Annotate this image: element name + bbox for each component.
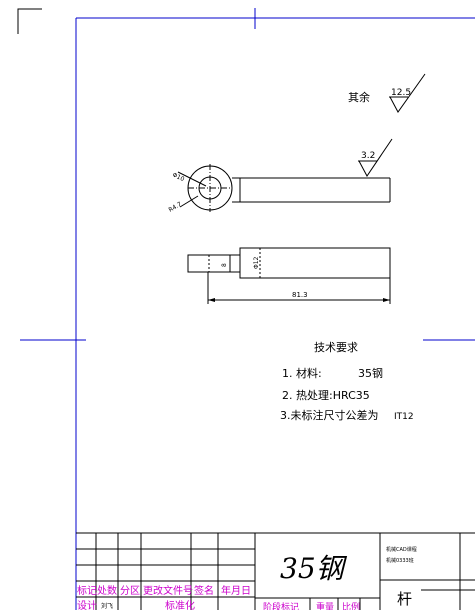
tech-requirements: 技术要求 1. 材料: 35钢 2. 热处理:HRC35 3.未标注尺寸公差为 … (280, 341, 414, 422)
tech-item-1-value: 35钢 (358, 367, 383, 380)
drawing-frame (20, 8, 475, 610)
tech-item-3-value: IT12 (394, 412, 414, 422)
tb-header-date: 年月日 (221, 584, 251, 597)
roughness-other-value: 12.5 (391, 88, 411, 98)
tb-stage-mark: 阶段标记 (263, 601, 299, 610)
tb-header-zone: 分区 (120, 585, 140, 597)
title-material: 35钢 (280, 552, 348, 585)
roughness-other: 其余 12.5 (348, 73, 426, 113)
tb-header-signature: 签名 (194, 584, 214, 597)
sheet-corner-marks (17, 8, 42, 34)
dim-height: Φ12 (253, 256, 260, 269)
dim-arrows (208, 298, 390, 302)
tb-designer-name: 刘飞 (101, 602, 113, 610)
roughness-other-label: 其余 (348, 90, 370, 104)
dim-thickness: 8 (221, 263, 228, 267)
roughness-surface-value: 3.2 (361, 151, 375, 161)
roughness-surface: 3.2 (358, 138, 393, 177)
part-side-view (187, 247, 391, 304)
title-school-line2: 机械0333班 (386, 557, 414, 564)
tech-requirements-title: 技术要求 (314, 341, 358, 354)
title-part-name: 杆 (397, 590, 412, 608)
tech-item-3-label: 3.未标注尺寸公差为 (280, 408, 379, 422)
tech-item-2-label: 2. 热处理:HRC35 (282, 389, 370, 402)
tb-header-mark: 标记 (77, 585, 97, 597)
tb-standardization-label: 标准化 (165, 599, 195, 610)
tb-weight: 重量 (316, 601, 334, 610)
title-school-line1: 机械CAD课程 (386, 546, 417, 553)
tb-header-change-doc: 更改文件号 (143, 584, 193, 597)
tb-header-count: 处数 (97, 584, 117, 597)
part-front-view (177, 164, 391, 212)
tb-design-label: 设计 (77, 599, 97, 610)
dim-hole-diameter: Φ10 (171, 171, 185, 183)
title-block: 35钢 机械CAD课程 机械0333班 杆 标记 处数 分区 更改文件号 签名 … (76, 532, 475, 610)
dim-outer-radius: R4.7 (168, 201, 184, 214)
tb-scale: 比例 (342, 601, 360, 610)
dim-length: 81.3 (292, 291, 308, 299)
tech-item-1-label: 1. 材料: (282, 366, 322, 380)
